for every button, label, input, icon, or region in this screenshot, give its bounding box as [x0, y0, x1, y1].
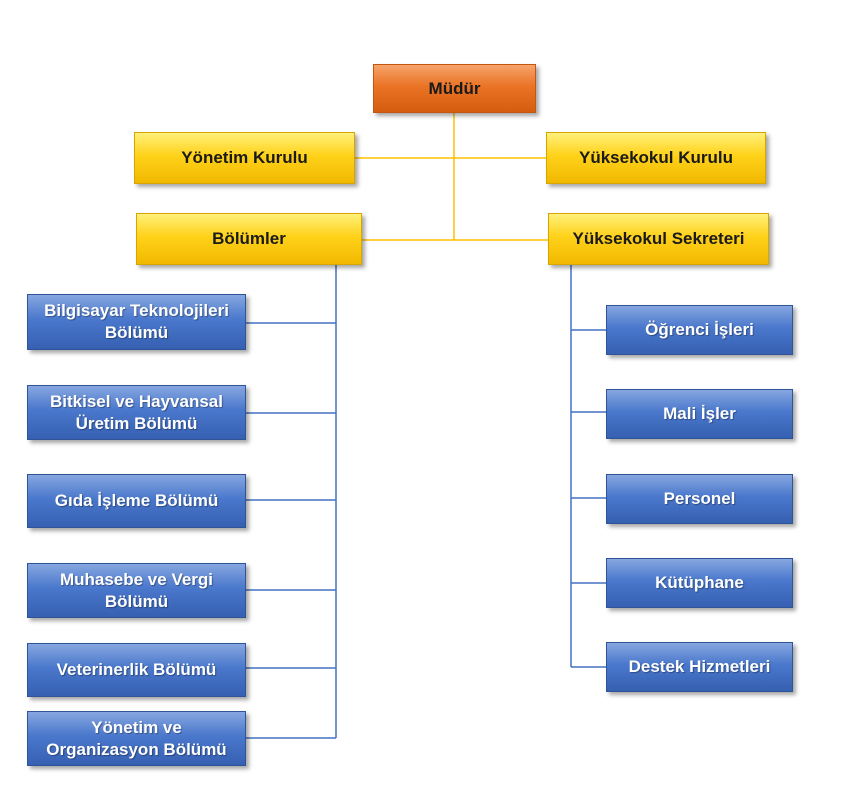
- unit-label: Destek Hizmetleri: [628, 657, 771, 676]
- department-box: Yönetim ve Organizasyon Bölümü: [27, 711, 246, 766]
- department-label: Muhasebe ve Vergi Bölümü: [59, 569, 214, 611]
- department-label: Bilgisayar Teknolojileri Bölümü: [44, 301, 229, 342]
- unit-box: Mali İşler: [606, 389, 793, 439]
- department-label: Gıda İşleme Bölümü: [54, 491, 219, 510]
- department-box: Gıda İşleme Bölümü: [27, 474, 246, 528]
- unit-label: Öğrenci İşleri: [645, 320, 754, 339]
- management-board-box: Yönetim Kurulu: [134, 132, 355, 184]
- department-label: Bitkisel ve Hayvansal Üretim Bölümü: [50, 391, 223, 433]
- department-label: Veterinerlik Bölümü: [56, 660, 217, 679]
- unit-label: Mali İşler: [663, 404, 736, 423]
- secretary-label: Yüksekokul Sekreteri: [572, 229, 745, 248]
- unit-box: Öğrenci İşleri: [606, 305, 793, 355]
- unit-label: Personel: [663, 489, 736, 508]
- yellow-connectors: [355, 113, 548, 241]
- department-box: Bilgisayar Teknolojileri Bölümü: [27, 294, 246, 350]
- blue-connectors: [246, 265, 606, 739]
- unit-label: Kütüphane: [655, 573, 744, 592]
- director-label: Müdür: [428, 78, 481, 98]
- department-box: Bitkisel ve Hayvansal Üretim Bölümü: [27, 385, 246, 440]
- secretary-box: Yüksekokul Sekreteri: [548, 213, 769, 265]
- departments-title-label: Bölümler: [212, 229, 286, 248]
- unit-box: Destek Hizmetleri: [606, 642, 793, 692]
- department-box: Veterinerlik Bölümü: [27, 643, 246, 697]
- unit-box: Personel: [606, 474, 793, 524]
- department-label: Yönetim ve Organizasyon Bölümü: [46, 717, 227, 759]
- director-box: Müdür: [373, 64, 536, 113]
- school-board-box: Yüksekokul Kurulu: [546, 132, 766, 184]
- school-board-label: Yüksekokul Kurulu: [579, 148, 733, 167]
- unit-box: Kütüphane: [606, 558, 793, 608]
- management-board-label: Yönetim Kurulu: [181, 148, 308, 167]
- departments-title-box: Bölümler: [136, 213, 362, 265]
- department-box: Muhasebe ve Vergi Bölümü: [27, 563, 246, 618]
